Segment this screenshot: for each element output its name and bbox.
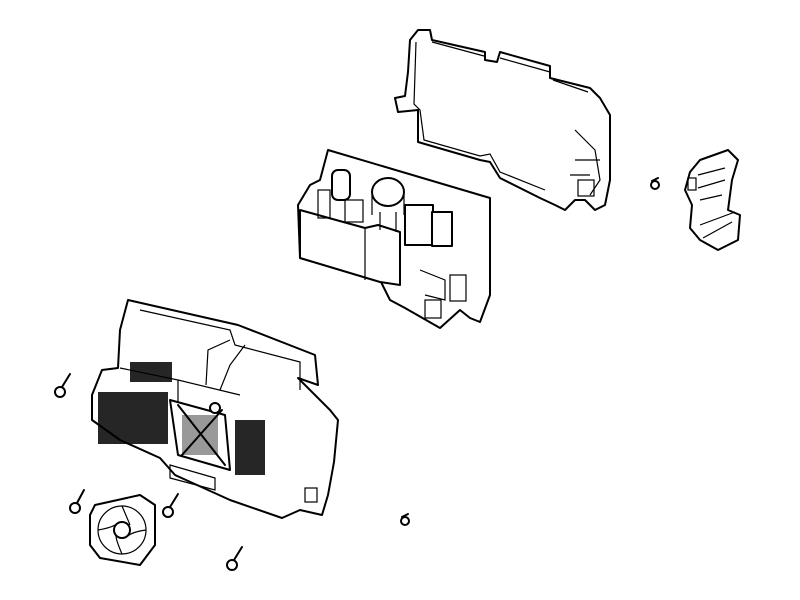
power-supply-board xyxy=(297,149,491,329)
cooling-fan xyxy=(89,494,156,566)
vent-holes xyxy=(98,362,265,475)
screw xyxy=(69,489,85,514)
screw xyxy=(650,177,660,190)
screw xyxy=(162,493,179,518)
bracket-frame xyxy=(394,29,611,211)
chassis-housing xyxy=(91,299,339,519)
screw xyxy=(226,546,243,571)
screw xyxy=(400,513,410,526)
screw xyxy=(54,373,71,398)
inlet-connector xyxy=(684,149,741,251)
